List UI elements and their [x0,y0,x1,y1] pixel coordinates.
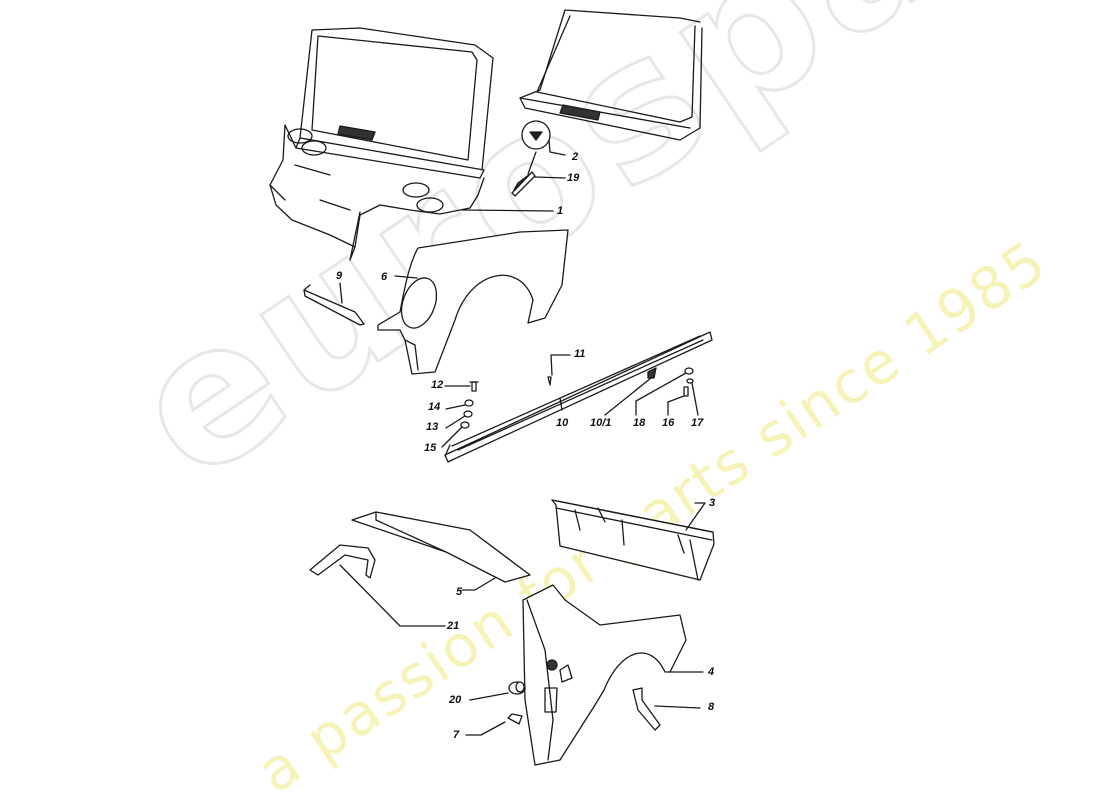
callout-9[interactable]: 9 [336,270,343,282]
part-16-bolt [683,386,689,397]
callout-7[interactable]: 7 [453,729,460,741]
part-13-washer [463,410,473,418]
leader-1 [461,209,554,212]
callout-3[interactable]: 3 [709,497,716,509]
callout-10-1[interactable]: 10/1 [590,417,612,429]
part-18-washer [684,367,694,375]
callout-12[interactable]: 12 [431,379,444,391]
part-20-cap [469,681,526,701]
part-2-windshield-frame [519,9,703,156]
leader-10-1 [604,377,652,416]
callout-15[interactable]: 15 [424,442,437,454]
part-10-sill-panel [444,331,713,463]
callout-5[interactable]: 5 [456,586,463,598]
part-9-trim-piece [303,282,365,326]
part-19-seal-strip [511,120,566,197]
callout-16[interactable]: 16 [662,417,675,429]
callout-10[interactable]: 10 [556,417,569,429]
callout-11[interactable]: 11 [574,348,586,360]
part-12-bolt [471,381,477,392]
callout-6[interactable]: 6 [381,271,388,283]
callout-21[interactable]: 21 [447,620,460,632]
callout-20[interactable]: 20 [449,694,462,706]
part-8-rear-trim [632,687,701,731]
part-10-1-clip [647,367,657,379]
part-21-bracket [309,544,446,627]
callout-14[interactable]: 14 [428,401,441,413]
callout-19[interactable]: 19 [567,172,580,184]
callout-2[interactable]: 2 [572,151,579,163]
callout-18[interactable]: 18 [633,417,646,429]
callout-13[interactable]: 13 [426,421,439,433]
part-6-front-fender [377,229,569,375]
part-17-washer [686,378,694,384]
callout-17[interactable]: 17 [691,417,704,429]
part-4-rear-quarter-panel [522,584,704,766]
part-5-roof-rail [351,511,531,591]
fasteners [441,354,699,448]
callout-8[interactable]: 8 [708,701,715,713]
part-11-pin [547,376,552,386]
part-7-pin [465,713,523,736]
callout-4[interactable]: 4 [708,666,715,678]
callout-1[interactable]: 1 [557,205,564,217]
part-14-washer [464,399,474,407]
part-15-nut [460,421,470,429]
part-1-front-body-section [269,27,494,261]
part-3-rear-cross-member [551,499,715,581]
